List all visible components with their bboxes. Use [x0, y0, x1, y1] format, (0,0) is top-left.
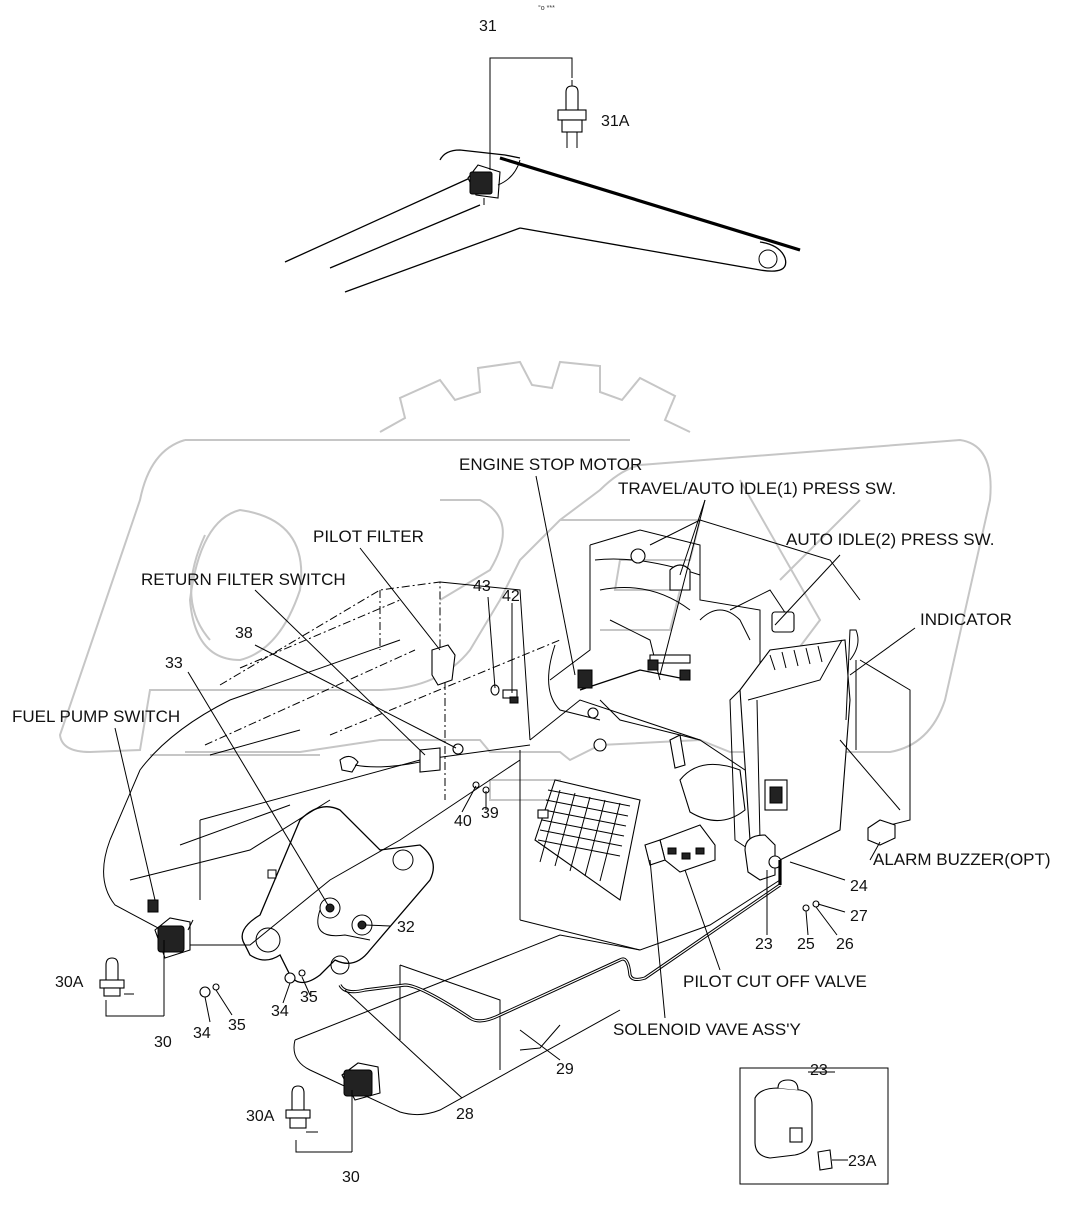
- callout-30a-upper: 30A: [55, 974, 84, 991]
- callout-27: 27: [850, 908, 868, 925]
- engine-block: [548, 519, 861, 822]
- callout-23-inset: 23: [810, 1062, 828, 1079]
- bolts-34-35: [199, 900, 820, 998]
- callout-34-mid: 34: [271, 1003, 289, 1020]
- boom-work-lamp: [467, 159, 521, 205]
- label-pilot-filter: PILOT FILTER: [313, 527, 424, 546]
- callout-31a: 31A: [601, 113, 630, 130]
- return-filter-switch: [339, 743, 464, 773]
- leader-31: [489, 57, 573, 170]
- inset-box: [739, 1067, 889, 1185]
- callout-25: 25: [797, 936, 815, 953]
- solenoid-valve-assy: [644, 824, 716, 873]
- callout-35-left: 35: [228, 1017, 246, 1034]
- callout-30-lower: 30: [342, 1169, 360, 1186]
- wiring-harness: [338, 860, 782, 1023]
- callout-24: 24: [850, 878, 868, 895]
- callout-34-left: 34: [193, 1025, 211, 1042]
- work-lamp-30-lower: [341, 1062, 381, 1101]
- watermark-logo: [58, 360, 992, 801]
- pilot-filter: [431, 644, 456, 686]
- callout-35-mid: 35: [300, 989, 318, 1006]
- callout-39: 39: [481, 805, 499, 822]
- leader-lines: [114, 475, 916, 1099]
- callout-30-upper: 30: [154, 1034, 172, 1051]
- callout-38: 38: [235, 625, 253, 642]
- callout-23a: 23A: [848, 1153, 877, 1170]
- callout-31: 31: [479, 18, 497, 35]
- callout-40: 40: [454, 813, 472, 830]
- bulb-31a: [557, 80, 587, 148]
- callout-42: 42: [502, 588, 520, 605]
- oil-cooler: [534, 779, 641, 901]
- callout-26: 26: [836, 936, 854, 953]
- engine-harness: [577, 659, 691, 691]
- callout-43: 43: [473, 578, 491, 595]
- bulb-30a-upper: [99, 940, 165, 1017]
- callout-32: 32: [397, 919, 415, 936]
- fuel-pump-switch: [147, 899, 159, 913]
- boom-assembly: [284, 149, 801, 293]
- label-return-filter-switch: RETURN FILTER SWITCH: [141, 570, 346, 589]
- label-pilot-cut-off-valve: PILOT CUT OFF VALVE: [683, 972, 867, 991]
- callout-23: 23: [755, 936, 773, 953]
- callout-28: 28: [456, 1106, 474, 1123]
- header-mark: °o ***: [538, 4, 555, 12]
- label-alarm-buzzer: ALARM BUZZER(OPT): [873, 850, 1051, 869]
- part-42-43: [490, 684, 519, 704]
- boom-foot-bracket: [241, 806, 434, 984]
- label-engine-stop-motor: ENGINE STOP MOTOR: [459, 455, 642, 474]
- callout-30a-lower: 30A: [246, 1108, 275, 1125]
- bulb-30a-lower: [285, 1085, 353, 1153]
- alarm-buzzer: [867, 819, 896, 846]
- radiator: [729, 629, 911, 861]
- label-solenoid-valve-assy: SOLENOID VAVE ASS'Y: [613, 1020, 801, 1039]
- text-labels: °o *** ENGINE STOP MOTOR TRAVEL/AUTO IDL…: [12, 4, 1051, 1186]
- label-travel-auto-idle-1: TRAVEL/AUTO IDLE(1) PRESS SW.: [618, 479, 896, 498]
- callout-33: 33: [165, 655, 183, 672]
- label-indicator: INDICATOR: [920, 610, 1012, 629]
- label-auto-idle-2: AUTO IDLE(2) PRESS SW.: [786, 530, 994, 549]
- callout-29: 29: [556, 1061, 574, 1078]
- lower-frame: [293, 699, 781, 1116]
- work-lamp-30-upper: [154, 917, 194, 959]
- label-fuel-pump-switch: FUEL PUMP SWITCH: [12, 707, 180, 726]
